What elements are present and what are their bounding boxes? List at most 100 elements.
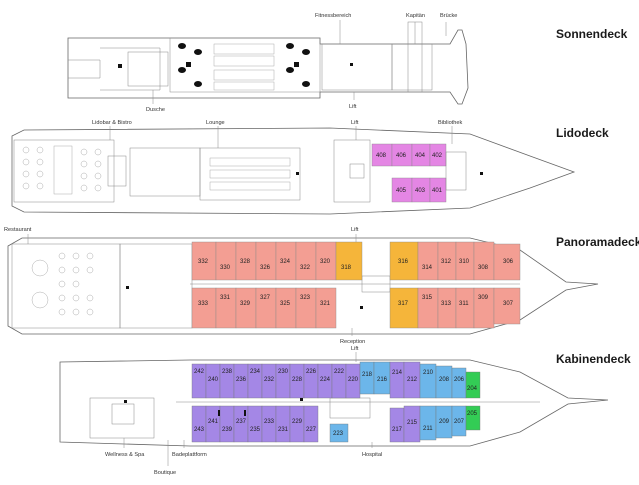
label-lounge: Lounge [206, 120, 225, 126]
cabin-405-label: 405 [396, 188, 407, 194]
cabin-233-label: 233 [264, 419, 275, 425]
cabin-323 [295, 287, 317, 329]
cabin-311 [455, 287, 475, 329]
label-lift-panoramadeck: Lift [351, 227, 359, 233]
cabin-241-label: 241 [208, 419, 219, 425]
cabin-231-label: 231 [278, 427, 289, 433]
cabin-330 [215, 241, 237, 281]
cabin-318 [335, 241, 363, 281]
panoramadeck-outline [7, 237, 599, 335]
cabin-227 [303, 405, 319, 443]
panorama-cabin-labels: 332 330 328 326 324 322 320 318 316 314 … [198, 259, 514, 307]
cabin-242-label: 242 [194, 369, 205, 375]
cabin-308-label: 308 [478, 265, 489, 271]
cabin-315 [417, 287, 439, 329]
label-reception: Reception [340, 339, 365, 345]
cabin-216-label: 216 [377, 377, 388, 383]
cabin-325-label: 325 [280, 301, 291, 307]
cabin-230-label: 230 [278, 369, 289, 375]
kabinendeck-deck: Kabinendeck [59, 346, 631, 476]
cabin-211 [419, 405, 437, 441]
cabin-406-label: 406 [396, 153, 407, 159]
cabin-326-label: 326 [260, 265, 271, 271]
label-lift-kabinendeck: Lift [351, 346, 359, 352]
label-bibliothek: Bibliothek [438, 120, 462, 126]
cabin-204-label: 204 [467, 386, 478, 392]
label-bruecke: Brücke [440, 13, 457, 19]
cabin-330-label: 330 [220, 265, 231, 271]
kabinen-cabins-top [191, 361, 481, 399]
cabin-205-label: 205 [467, 411, 478, 417]
sonnendeck-deck: Sonnendeck [67, 13, 628, 113]
cabin-327-label: 327 [260, 295, 271, 301]
cabin-204 [465, 371, 481, 399]
lidodeck-outline [11, 127, 576, 215]
cabin-311-label: 311 [459, 301, 469, 307]
cabin-321-label: 321 [320, 301, 331, 307]
cabin-332 [191, 241, 217, 281]
cabin-329 [235, 287, 257, 329]
cabin-310-label: 310 [459, 259, 470, 265]
cabin-217-label: 217 [392, 427, 403, 433]
cabin-207-label: 207 [454, 419, 465, 425]
cabin-208-label: 208 [439, 377, 450, 383]
cabin-403-label: 403 [415, 188, 426, 194]
label-restaurant: Restaurant [4, 227, 32, 233]
cabin-239 [219, 405, 235, 443]
cabin-325 [275, 287, 297, 329]
cabin-332-label: 332 [198, 259, 209, 265]
label-kapitaen: Kapitän [406, 13, 425, 19]
cabin-227-label: 227 [306, 427, 317, 433]
cabin-218-label: 218 [362, 372, 373, 378]
cabin-333 [191, 287, 217, 329]
cabin-209-label: 209 [439, 419, 450, 425]
cabin-222-label: 222 [334, 369, 345, 375]
cabin-224-label: 224 [320, 377, 331, 383]
cabin-234-label: 234 [250, 369, 261, 375]
kabinen-cabins-bottom [191, 405, 481, 443]
panorama-cabins-bottom [191, 287, 521, 329]
lounge-seating [209, 157, 291, 191]
cabin-206 [451, 367, 467, 399]
cabin-235 [247, 405, 263, 443]
sonnendeck-title: Sonnendeck [556, 27, 628, 41]
cabin-322 [295, 241, 317, 281]
label-dusche: Dusche [146, 107, 165, 113]
cabin-210-label: 210 [423, 370, 434, 376]
restaurant-tables [31, 252, 94, 316]
cabin-211-label: 211 [423, 426, 433, 432]
cabin-235-label: 235 [250, 427, 261, 433]
cabin-322-label: 322 [300, 265, 311, 271]
cabin-205 [465, 405, 481, 431]
label-lift-sonnendeck: Lift [349, 104, 357, 110]
cabin-215-label: 215 [407, 420, 418, 426]
cabin-314 [417, 241, 439, 281]
bistro-tables [22, 145, 102, 195]
label-badeplattform: Badeplattform [172, 452, 207, 458]
panorama-cabins-top [191, 241, 521, 281]
cabin-313 [437, 287, 457, 329]
cabin-223-label: 223 [333, 431, 344, 437]
cabin-237-label: 237 [236, 419, 247, 425]
label-wellness-spa: Wellness & Spa [105, 452, 145, 458]
cabin-316 [389, 241, 419, 281]
cabin-229-label: 229 [292, 419, 303, 425]
cabin-314-label: 314 [422, 265, 433, 271]
cabin-232-label: 232 [264, 377, 275, 383]
cabin-243-label: 243 [194, 427, 205, 433]
deck-chairs [178, 43, 310, 87]
cabin-220-label: 220 [348, 377, 359, 383]
cabin-318-label: 318 [341, 265, 352, 271]
cabin-226-label: 226 [306, 369, 317, 375]
cabin-217 [389, 407, 405, 443]
cabin-401-label: 401 [432, 188, 443, 194]
lidodeck-title: Lidodeck [556, 126, 609, 140]
cabin-312-label: 312 [441, 259, 452, 265]
cabin-316-label: 316 [398, 259, 409, 265]
cabin-307-label: 307 [503, 301, 514, 307]
lido-suites: 408 406 404 402 405 403 401 [371, 143, 447, 203]
cabin-323-label: 323 [300, 295, 311, 301]
cabin-317 [389, 287, 419, 329]
cabin-329-label: 329 [240, 301, 251, 307]
